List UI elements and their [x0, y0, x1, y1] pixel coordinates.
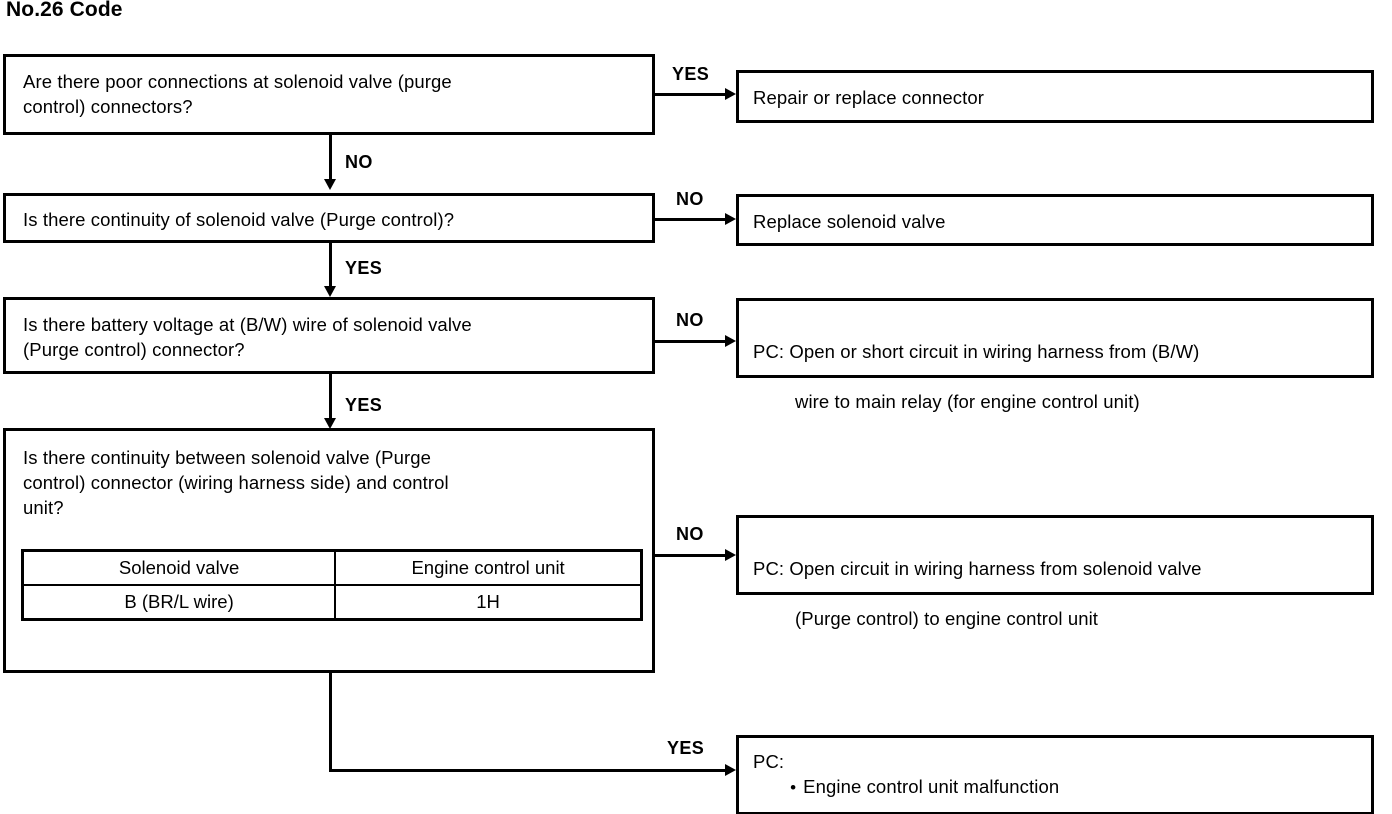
arrowhead-q2-yes: [324, 286, 336, 297]
table-cell-solenoid-valve: B (BR/L wire): [21, 584, 337, 621]
result-box-3-line-1: PC: Open or short circuit in wiring harn…: [753, 341, 1200, 362]
result-box-1-text: Repair or replace connector: [753, 87, 984, 108]
connector-q4-yes-vertical: [329, 673, 332, 772]
result-box-final: PC: Engine control unit malfunction Shor…: [736, 735, 1374, 814]
connector-q2-yes: [329, 243, 332, 287]
continuity-table: Solenoid valve Engine control unit B (BR…: [21, 549, 643, 621]
edge-label-q2-no: NO: [676, 189, 704, 209]
table-header-solenoid-valve: Solenoid valve: [21, 549, 337, 586]
question-box-4-text: Is there continuity between solenoid val…: [23, 447, 449, 518]
arrowhead-q4-yes: [725, 764, 736, 776]
arrowhead-q1-yes: [725, 88, 736, 100]
result-box-final-text: PC: Engine control unit malfunction Shor…: [753, 749, 1363, 814]
result-box-1: Repair or replace connector: [736, 70, 1374, 123]
arrowhead-q4-no: [725, 549, 736, 561]
result-box-4-line-2: (Purge control) to engine control unit: [795, 608, 1099, 629]
question-box-2: Is there continuity of solenoid valve (P…: [3, 193, 655, 243]
edge-label-q1-yes: YES: [672, 64, 710, 84]
result-box-3: PC: Open or short circuit in wiring harn…: [736, 298, 1374, 412]
result-box-final-bullet-list: Engine control unit malfunction Short ci…: [790, 749, 1363, 814]
arrowhead-q3-no: [725, 335, 736, 347]
connector-q3-no: [655, 340, 729, 343]
edge-label-q4-no: NO: [676, 524, 704, 544]
arrowhead-q3-yes: [324, 418, 336, 429]
result-box-final-label: PC:: [753, 751, 785, 772]
table-row: B (BR/L wire) 1H: [21, 584, 643, 621]
connector-q4-no: [655, 554, 729, 557]
result-box-4: PC: Open circuit in wiring harness from …: [736, 515, 1374, 629]
result-box-4-text: PC: Open circuit in wiring harness from …: [753, 531, 1363, 656]
question-box-1-text: Are there poor connections at solenoid v…: [23, 71, 452, 117]
table-header-row: Solenoid valve Engine control unit: [21, 549, 643, 586]
question-box-2-text: Is there continuity of solenoid valve (P…: [23, 209, 455, 230]
question-box-3: Is there battery voltage at (B/W) wire o…: [3, 297, 655, 374]
result-box-4-line-1: PC: Open circuit in wiring harness from …: [753, 558, 1202, 579]
connector-q2-no: [655, 218, 729, 221]
result-box-3-line-2: wire to main relay (for engine control u…: [795, 391, 1140, 412]
edge-label-q4-yes: YES: [667, 738, 705, 758]
arrowhead-q2-no: [725, 213, 736, 225]
table-cell-engine-control-unit: 1H: [334, 584, 643, 621]
list-item: Engine control unit malfunction: [790, 774, 1363, 800]
result-box-2: Replace solenoid valve: [736, 194, 1374, 246]
question-box-3-text: Is there battery voltage at (B/W) wire o…: [23, 314, 472, 360]
question-box-4: Is there continuity between solenoid val…: [3, 428, 655, 673]
result-box-3-text: PC: Open or short circuit in wiring harn…: [753, 314, 1363, 439]
edge-label-q3-yes: YES: [345, 395, 383, 415]
table-header-engine-control-unit: Engine control unit: [334, 549, 643, 586]
edge-label-q2-yes: YES: [345, 258, 383, 278]
connector-q1-yes: [655, 93, 729, 96]
result-box-2-text: Replace solenoid valve: [753, 211, 946, 232]
connector-q1-no: [329, 135, 332, 180]
connector-q4-yes-horizontal: [329, 769, 729, 772]
edge-label-q3-no: NO: [676, 310, 704, 330]
connector-q3-yes: [329, 374, 332, 419]
edge-label-q1-no: NO: [345, 152, 373, 172]
arrowhead-q1-no: [324, 179, 336, 190]
page-title: No.26 Code: [6, 0, 123, 21]
question-box-1: Are there poor connections at solenoid v…: [3, 54, 655, 135]
